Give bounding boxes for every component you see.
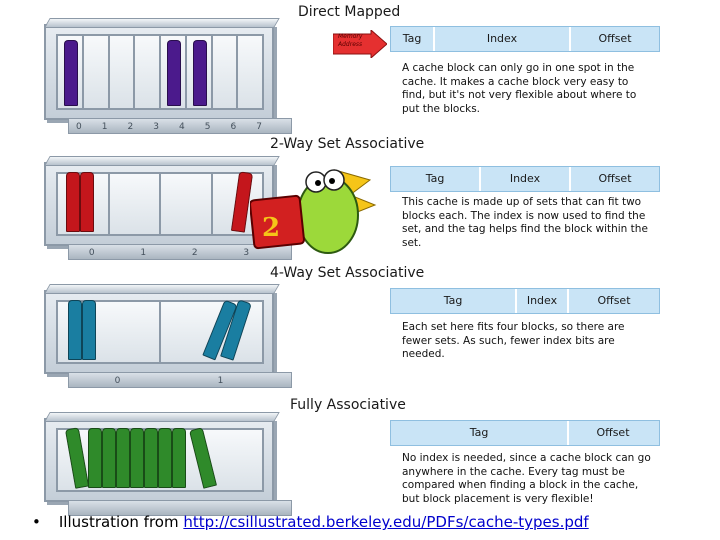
two-way-slots [56, 171, 264, 236]
mascot-book-number: 2 [262, 213, 281, 243]
direct-mapped-shelf: 0 1 2 3 4 5 6 7 [44, 18, 292, 134]
shelf-top [44, 18, 280, 28]
book-purple [192, 40, 207, 106]
slot-number: 1 [101, 122, 108, 132]
footer-caption: • Illustration from http://csillustrated.… [32, 513, 589, 531]
book-green [64, 427, 90, 489]
four-way-title: 4-Way Set Associative [270, 265, 425, 281]
book-green [144, 428, 158, 488]
shelf-base [68, 500, 292, 516]
two-way-slot-numbers: 0 1 2 3 [66, 248, 272, 258]
slot-number: 0 [88, 248, 95, 258]
tag-field: Tag [391, 27, 435, 51]
slot [210, 34, 239, 110]
set-slot [56, 427, 264, 492]
book-green [172, 428, 186, 488]
book-green [188, 427, 218, 489]
slot-number: 2 [191, 248, 198, 258]
slot-number: 6 [230, 122, 237, 132]
slot [107, 34, 136, 110]
book-green [116, 428, 130, 488]
tag-field: Tag [391, 421, 569, 445]
footer-link[interactable]: http://csillustrated.berkeley.edu/PDFs/c… [183, 513, 589, 531]
two-way-title: 2-Way Set Associative [270, 136, 425, 152]
set-slot [159, 172, 213, 236]
four-way-slot-numbers: 0 1 [66, 376, 272, 386]
mascot-icon [250, 169, 377, 254]
fully-associative-slots [56, 427, 264, 492]
two-way-shelf: 0 1 2 3 [44, 156, 292, 260]
shelf-top [44, 412, 280, 422]
slot-number: 2 [127, 122, 134, 132]
slot-number: 7 [256, 122, 262, 132]
book-purple [64, 40, 78, 106]
slot [184, 34, 213, 110]
book-green [158, 428, 172, 488]
direct-mapped-title: Direct Mapped [298, 4, 401, 20]
direct-address-fields: Tag Index Offset [390, 26, 660, 52]
slot-number: 0 [114, 376, 121, 386]
slot-number: 1 [140, 248, 147, 258]
tag-field: Tag [391, 289, 517, 313]
footer-text: Illustration from [58, 513, 184, 531]
book-green [130, 428, 144, 488]
book-purple [167, 40, 181, 106]
book-green [102, 428, 116, 488]
four-way-shelf: 0 1 [44, 284, 292, 388]
memory-address-label: Memory Address [338, 33, 363, 48]
shelf-base [68, 372, 292, 388]
four-way-address-fields: Tag Index Offset [390, 288, 660, 314]
book-green [88, 428, 102, 488]
set-slot [159, 299, 264, 364]
direct-mapped-description: A cache block can only go in one spot in… [402, 62, 637, 115]
offset-field: Offset [597, 294, 631, 307]
direct-mapped-slots [56, 34, 264, 110]
offset-field: Offset [598, 32, 632, 45]
book-teal [68, 300, 82, 360]
offset-field: Offset [596, 426, 630, 439]
index-field: Index [481, 167, 571, 191]
set-slot [107, 172, 161, 236]
slot-number: 0 [76, 122, 82, 132]
tag-field: Tag [391, 167, 481, 191]
shelf-base [68, 244, 292, 260]
slot [159, 34, 187, 110]
direct-slot-numbers: 0 1 2 3 4 5 6 7 [66, 122, 272, 132]
fully-associative-shelf [44, 412, 292, 516]
shelf-base [68, 118, 292, 134]
memory-address-arrow-icon [333, 30, 387, 58]
index-field: Index [435, 27, 571, 51]
index-field: Index [517, 289, 569, 313]
fully-associative-title: Fully Associative [290, 397, 406, 413]
slot [56, 34, 84, 110]
four-way-description: Each set here fits four blocks, so there… [402, 321, 625, 360]
footer-bullet: • [32, 513, 41, 531]
slot-number: 1 [217, 376, 224, 386]
shelf-top [44, 284, 280, 294]
slot-number: 3 [153, 122, 159, 132]
offset-field: Offset [598, 172, 632, 185]
two-way-description: This cache is made up of sets that can f… [402, 196, 648, 249]
slot [133, 34, 161, 110]
book-red [80, 172, 94, 232]
slot-number: 4 [179, 122, 185, 132]
slot [236, 34, 264, 110]
four-way-slots [56, 299, 264, 364]
shelf-top [44, 156, 280, 166]
slot [81, 34, 110, 110]
fully-associative-description: No index is needed, since a cache block … [402, 452, 651, 505]
book-teal [82, 300, 96, 360]
slot-number: 3 [243, 248, 250, 258]
slot-number: 5 [204, 122, 211, 132]
fully-associative-address-fields: Tag Offset [390, 420, 660, 446]
two-way-address-fields: Tag Index Offset [390, 166, 660, 192]
set-slot [56, 300, 161, 364]
set-slot [56, 172, 110, 236]
book-red [66, 172, 80, 232]
